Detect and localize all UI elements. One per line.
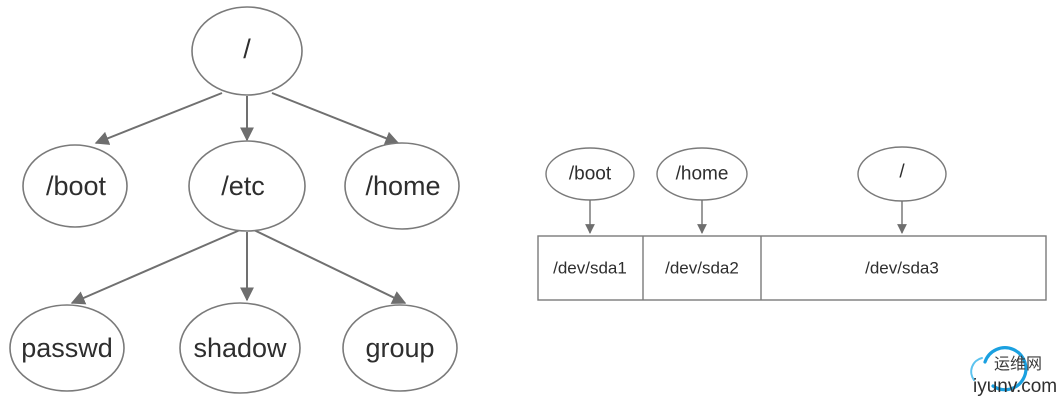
watermark-logo: 运维网 iyunv.com — [970, 346, 1057, 397]
edge-etc-group — [253, 229, 407, 304]
edge-etc-passwd — [70, 229, 241, 305]
watermark-en-text: iyunv.com — [973, 376, 1057, 397]
tree-edges — [70, 92, 407, 305]
tree-node-shadow: shadow — [179, 302, 301, 394]
tree-node-etc: /etc — [188, 140, 306, 232]
directory-tree: / /boot /etc /home passwd shadow group — [9, 6, 460, 394]
tree-node-group-label: group — [365, 333, 434, 363]
tree-node-group: group — [342, 304, 458, 392]
tree-node-boot: /boot — [22, 144, 128, 228]
mount-point-boot: /boot — [545, 147, 635, 201]
mount-diagram: /boot /home / /dev/sda1 /dev/sda2 /dev/s… — [537, 146, 1047, 301]
mount-point-home: /home — [656, 147, 748, 201]
partition-sda3-label: /dev/sda3 — [865, 259, 939, 278]
edge-root-boot — [94, 92, 223, 145]
partition-sda1-label: /dev/sda1 — [553, 259, 627, 278]
tree-node-passwd: passwd — [9, 304, 125, 392]
watermark-swirl-icon — [970, 346, 1028, 392]
watermark-cn-text: 运维网 — [994, 354, 1042, 373]
tree-node-home: /home — [344, 142, 460, 230]
mount-point-boot-label: /boot — [569, 164, 612, 185]
partition-sda2-label: /dev/sda2 — [665, 259, 739, 278]
tree-node-passwd-label: passwd — [21, 333, 113, 363]
mount-arrows — [585, 200, 907, 234]
partition-table: /dev/sda1 /dev/sda2 /dev/sda3 — [537, 235, 1047, 301]
tree-node-root: / — [191, 6, 303, 96]
edge-root-home — [271, 92, 400, 145]
tree-node-shadow-label: shadow — [193, 333, 287, 363]
tree-node-etc-label: /etc — [221, 171, 265, 201]
mount-point-root: / — [857, 146, 947, 202]
mount-point-home-label: /home — [676, 164, 729, 185]
tree-node-boot-label: /boot — [46, 171, 107, 201]
tree-node-root-label: / — [243, 34, 251, 64]
tree-node-home-label: /home — [365, 171, 440, 201]
mount-point-root-label: / — [899, 162, 905, 183]
